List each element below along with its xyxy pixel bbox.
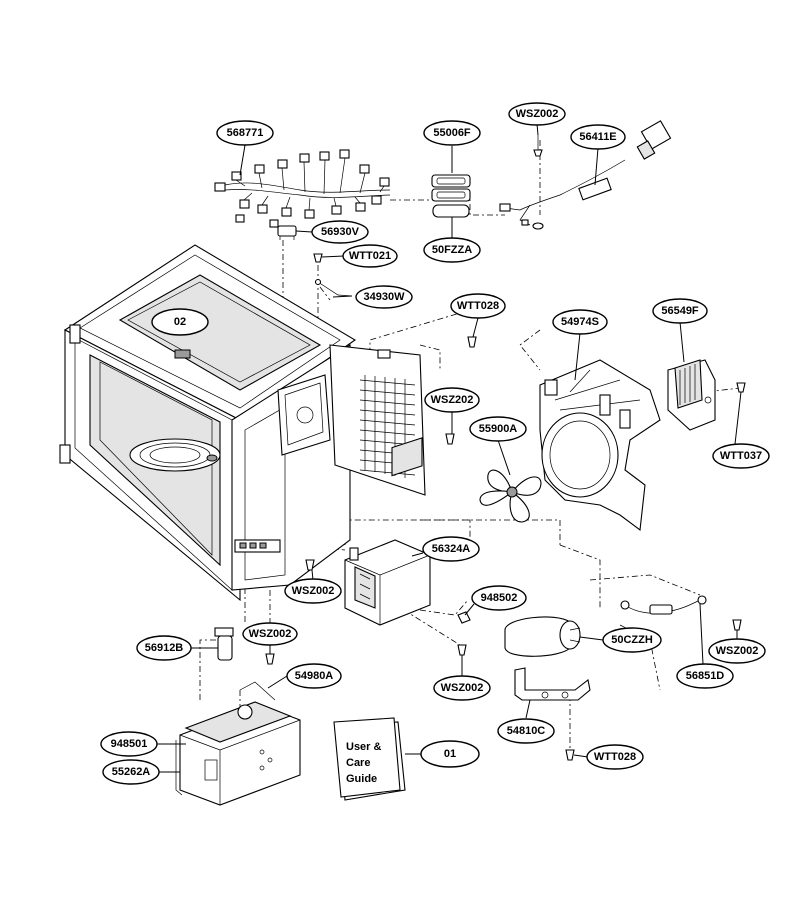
svg-text:948501: 948501 bbox=[111, 738, 148, 750]
svg-text:WSZ002: WSZ002 bbox=[292, 585, 335, 597]
diode bbox=[620, 595, 707, 615]
screw-wsz202 bbox=[445, 433, 455, 445]
callout-cord: 56411E bbox=[570, 124, 626, 150]
capacitor bbox=[504, 616, 581, 657]
callout-diode: 56851D bbox=[676, 663, 734, 689]
callout-screw-wsz002-left: WSZ002 bbox=[284, 578, 342, 604]
callout-magnetron: 55262A bbox=[102, 759, 160, 785]
fan-blade bbox=[479, 469, 542, 523]
callout-screw-wsz002-right: WSZ002 bbox=[708, 638, 766, 664]
magnetron bbox=[175, 701, 301, 806]
wire-34930w bbox=[314, 278, 353, 297]
screw-wsz002-right bbox=[732, 619, 742, 631]
callout-fuse: 50FZZA bbox=[423, 237, 481, 263]
screw-wtt028-lower bbox=[565, 749, 575, 761]
svg-text:WSZ002: WSZ002 bbox=[716, 645, 759, 657]
user-care-guide: User & Care Guide bbox=[333, 717, 406, 801]
svg-text:WTT037: WTT037 bbox=[720, 450, 762, 462]
screw-wtt037 bbox=[736, 382, 746, 393]
svg-text:54974S: 54974S bbox=[561, 316, 599, 328]
svg-text:WTT028: WTT028 bbox=[457, 300, 499, 312]
callout-cavity: 02 bbox=[151, 308, 209, 336]
callout-filter: 55006F bbox=[423, 120, 481, 146]
svg-text:56549F: 56549F bbox=[661, 305, 699, 317]
svg-text:55900A: 55900A bbox=[479, 423, 518, 435]
svg-text:54980A: 54980A bbox=[295, 670, 334, 682]
callout-fan-blade: 55900A bbox=[469, 416, 527, 442]
guide-line-2: Care bbox=[346, 757, 370, 769]
svg-text:56912B: 56912B bbox=[145, 642, 184, 654]
screw-wsz002-lower bbox=[265, 653, 275, 665]
svg-text:56411E: 56411E bbox=[579, 131, 616, 143]
svg-text:WTT028: WTT028 bbox=[594, 751, 636, 763]
wire-harness bbox=[214, 149, 391, 228]
screw-wsz002-left bbox=[305, 559, 315, 571]
guide-line-3: Guide bbox=[346, 773, 377, 785]
screw-wsz002-mid bbox=[457, 644, 467, 656]
callout-transformer: 56324A bbox=[422, 536, 480, 562]
screw-top bbox=[533, 135, 543, 157]
callout-screw-top: WSZ002 bbox=[508, 102, 566, 126]
transformer bbox=[344, 437, 431, 626]
callout-part-948501: 948501 bbox=[100, 731, 158, 757]
callout-thermostat: 56930V bbox=[311, 220, 369, 244]
svg-text:WSZ002: WSZ002 bbox=[516, 108, 559, 120]
callout-harness: 568771 bbox=[216, 120, 274, 146]
svg-text:54810C: 54810C bbox=[507, 725, 546, 737]
leader-lines bbox=[156, 123, 742, 773]
callout-screw-wsz002-lower: WSZ002 bbox=[242, 622, 298, 646]
svg-text:50FZZA: 50FZZA bbox=[432, 244, 472, 256]
magnetron-lead bbox=[239, 681, 276, 701]
interlock-switch bbox=[214, 627, 234, 661]
bracket-54810c bbox=[514, 667, 591, 701]
noise-filter-parts bbox=[431, 174, 471, 218]
screw-wtt021 bbox=[313, 253, 323, 263]
svg-text:WTT021: WTT021 bbox=[349, 250, 391, 262]
vent-grid bbox=[359, 375, 416, 478]
power-cord bbox=[499, 120, 672, 230]
svg-text:55006F: 55006F bbox=[433, 127, 471, 139]
svg-text:WSZ002: WSZ002 bbox=[249, 628, 292, 640]
callout-screw-wsz002-mid: WSZ002 bbox=[433, 675, 491, 701]
callout-bracket-54810c: 54810C bbox=[497, 718, 555, 744]
callout-screw-wtt021: WTT021 bbox=[342, 244, 398, 268]
callout-part-948502: 948502 bbox=[471, 585, 527, 611]
callout-interlock: 56912B bbox=[136, 635, 192, 661]
callout-screw-wsz202: WSZ202 bbox=[424, 387, 480, 413]
thermostat bbox=[277, 225, 297, 240]
screw-wtt028-upper bbox=[467, 336, 477, 348]
svg-text:02: 02 bbox=[174, 316, 186, 328]
part-948502 bbox=[457, 611, 471, 624]
callout-manual: 01 bbox=[420, 740, 480, 768]
callout-screw-wtt028-lower: WTT028 bbox=[586, 744, 644, 770]
callout-magnetron-lead: 54980A bbox=[286, 663, 342, 689]
callout-screw-wtt037: WTT037 bbox=[712, 443, 770, 469]
callout-board-bracket: 56549F bbox=[652, 298, 708, 324]
svg-text:WSZ002: WSZ002 bbox=[441, 682, 484, 694]
svg-text:56324A: 56324A bbox=[432, 543, 471, 555]
callout-screw-wtt028-upper: WTT028 bbox=[450, 293, 506, 319]
callout-fan-bracket: 54974S bbox=[552, 309, 608, 335]
svg-text:948502: 948502 bbox=[481, 592, 518, 604]
callout-wire-34930w: 34930W bbox=[355, 285, 413, 309]
board-bracket bbox=[667, 359, 716, 431]
svg-text:34930W: 34930W bbox=[364, 291, 406, 303]
fan-bracket bbox=[539, 359, 661, 532]
svg-text:WSZ202: WSZ202 bbox=[431, 394, 474, 406]
svg-text:56930V: 56930V bbox=[321, 226, 360, 238]
svg-text:568771: 568771 bbox=[227, 127, 264, 139]
oven-cavity bbox=[59, 244, 426, 602]
svg-text:56851D: 56851D bbox=[686, 670, 725, 682]
guide-line-1: User & bbox=[346, 741, 382, 753]
svg-text:01: 01 bbox=[444, 748, 456, 760]
callout-capacitor: 50CZZH bbox=[602, 627, 662, 653]
svg-text:50CZZH: 50CZZH bbox=[611, 634, 653, 646]
svg-text:55262A: 55262A bbox=[112, 766, 151, 778]
